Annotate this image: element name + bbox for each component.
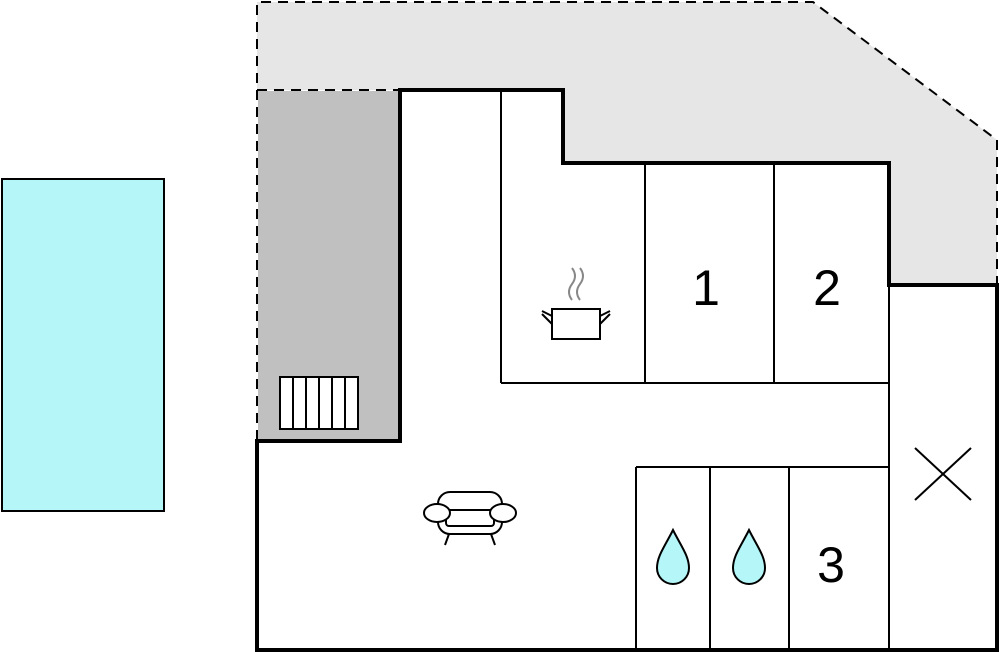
water-drop-icon xyxy=(731,527,767,585)
sofa-icon xyxy=(423,491,517,546)
radiator-icon xyxy=(279,376,359,430)
pool xyxy=(1,178,165,512)
outer-walls xyxy=(255,88,999,652)
interior-walls xyxy=(500,90,890,650)
room-label-1: 1 xyxy=(692,260,720,316)
kitchen-pot-icon xyxy=(541,267,611,340)
storage-cross-icon xyxy=(914,447,972,501)
room-label-3: 3 xyxy=(817,537,845,593)
room-label-2: 2 xyxy=(813,260,841,316)
water-drop-icon xyxy=(655,527,691,585)
open-terrace-border xyxy=(256,1,998,440)
open-terrace xyxy=(257,2,997,285)
